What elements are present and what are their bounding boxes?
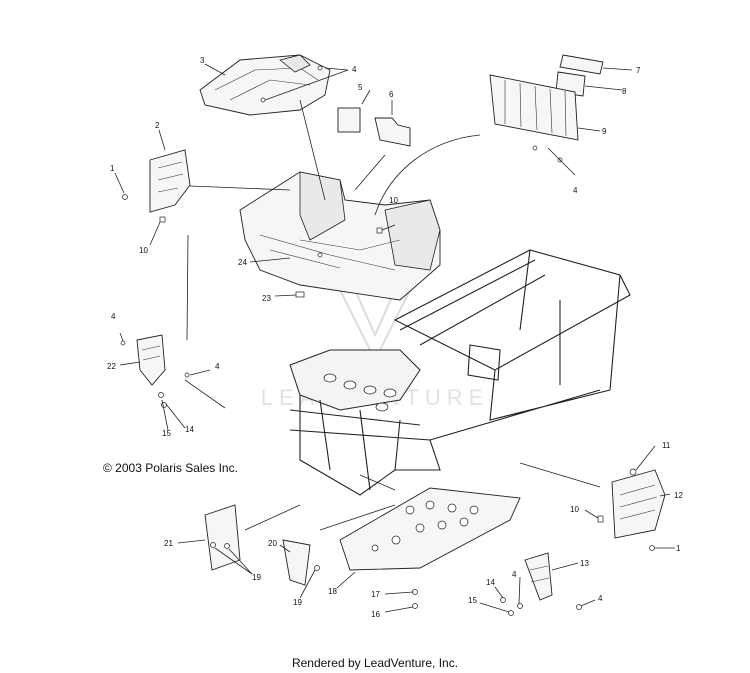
callout-19: 19 (293, 598, 302, 607)
callout-4: 4 (598, 594, 603, 603)
callout-24: 24 (238, 258, 247, 267)
callout-14: 14 (486, 578, 495, 587)
callout-3: 3 (200, 56, 205, 65)
callout-numbers: 3 4 5 6 7 8 9 2 1 4 10 10 24 23 4 22 4 1… (107, 56, 683, 619)
part-7-decal (559, 54, 604, 75)
callout-4: 4 (573, 186, 578, 195)
footer-text: Rendered by LeadVenture, Inc. (292, 656, 458, 670)
callout-14: 14 (185, 425, 194, 434)
part-20-bracket (282, 539, 311, 586)
callout-16: 16 (371, 610, 380, 619)
part-6-decal (374, 117, 411, 147)
callout-15: 15 (162, 429, 171, 438)
part-5-decal (337, 107, 361, 133)
callout-8: 8 (622, 87, 627, 96)
callout-4: 4 (512, 570, 517, 579)
callout-5: 5 (358, 83, 363, 92)
frame-assembly (289, 249, 631, 496)
callout-4: 4 (352, 65, 357, 74)
callout-23: 23 (262, 294, 271, 303)
callout-18: 18 (328, 587, 337, 596)
callout-1: 1 (676, 544, 681, 553)
callout-12: 12 (674, 491, 683, 500)
callout-22: 22 (107, 362, 116, 371)
callout-2: 2 (155, 121, 160, 130)
part-9-panel (489, 74, 579, 141)
callout-10: 10 (139, 246, 148, 255)
callout-11: 11 (662, 441, 671, 450)
callout-4: 4 (111, 312, 116, 321)
callout-20: 20 (268, 539, 277, 548)
callout-13: 13 (580, 559, 589, 568)
callout-21: 21 (164, 539, 173, 548)
part-13-bracket (524, 552, 553, 601)
part-18-skid-plate (339, 487, 521, 571)
hardware-fasteners (120, 65, 655, 616)
callout-1: 1 (110, 164, 115, 173)
callout-10: 10 (570, 505, 579, 514)
part-12-side-panel (611, 469, 666, 539)
copyright-text: © 2003 Polaris Sales Inc. (103, 461, 238, 475)
frame-holes (323, 373, 397, 412)
callout-10: 10 (389, 196, 398, 205)
part-24-floor-pan (239, 171, 441, 301)
callout-6: 6 (389, 90, 394, 99)
callout-19: 19 (252, 573, 261, 582)
part-2-side-panel (149, 149, 191, 213)
part-21-plate (204, 504, 241, 571)
part-22-bracket (136, 334, 166, 386)
callout-15: 15 (468, 596, 477, 605)
callout-9: 9 (602, 127, 607, 136)
leader-lines (114, 63, 675, 613)
part-3-panel (199, 54, 331, 116)
callout-7: 7 (636, 66, 641, 75)
callout-17: 17 (371, 590, 380, 599)
callout-4: 4 (215, 362, 220, 371)
